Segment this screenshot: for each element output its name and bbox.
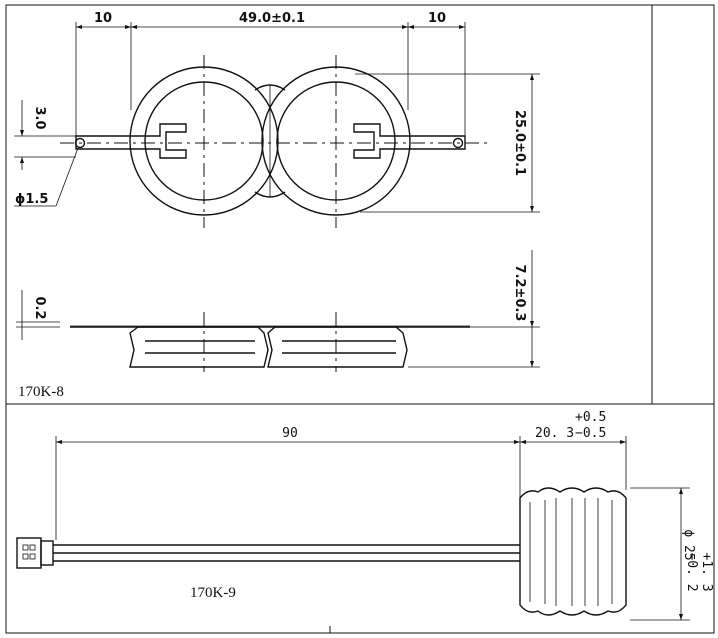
dim-diameter-tol-minus: −0. 2 [684,552,699,591]
bottom-view-battery-with-cable [16,487,627,616]
dim-height: 25.0±0.1 [512,110,527,176]
dim-center-pitch: 49.0±0.1 [239,11,305,26]
model-label-170k-8: 170K-8 [18,384,64,400]
side-view [70,312,470,372]
connector [16,537,42,569]
top-dimensions: 10 49.0±0.1 10 25.0±0.1 3.0 ϕ1.5 [14,11,540,213]
dim-lead-offset: 3.0 [32,106,47,129]
drawing-frame [5,4,715,634]
dim-left-lead: 10 [94,11,112,26]
left-terminal-tab [75,123,187,159]
dim-diameter-tol-plus: +1. 3 [699,552,714,591]
dim-body-length: 20. 3 [535,426,574,441]
cell-body [519,487,627,616]
dim-hole-diameter: ϕ1.5 [15,192,48,207]
side-dimensions: 7.2±0.3 0.2 [16,250,540,368]
right-cell-side [267,326,408,368]
dim-right-lead: 10 [428,11,446,26]
left-cell-side [129,326,269,368]
dim-tab-thickness: 0.2 [32,296,47,319]
dim-body-tol-minus: −0.5 [575,426,606,441]
right-hole [452,137,464,149]
dim-thickness: 7.2±0.3 [512,265,527,322]
left-hole [74,137,86,149]
dim-cable-length: 90 [282,426,298,441]
bottom-dimensions: 90 20. 3 +0.5 −0.5 ϕ 25 +1. 3 −0. 2 [55,410,714,621]
model-label-170k-9: 170K-9 [190,585,236,601]
right-terminal-tab [353,123,466,159]
dim-diameter: ϕ 25 [681,529,696,560]
top-view-battery-pair [60,55,490,228]
dim-body-tol-plus: +0.5 [575,410,606,425]
